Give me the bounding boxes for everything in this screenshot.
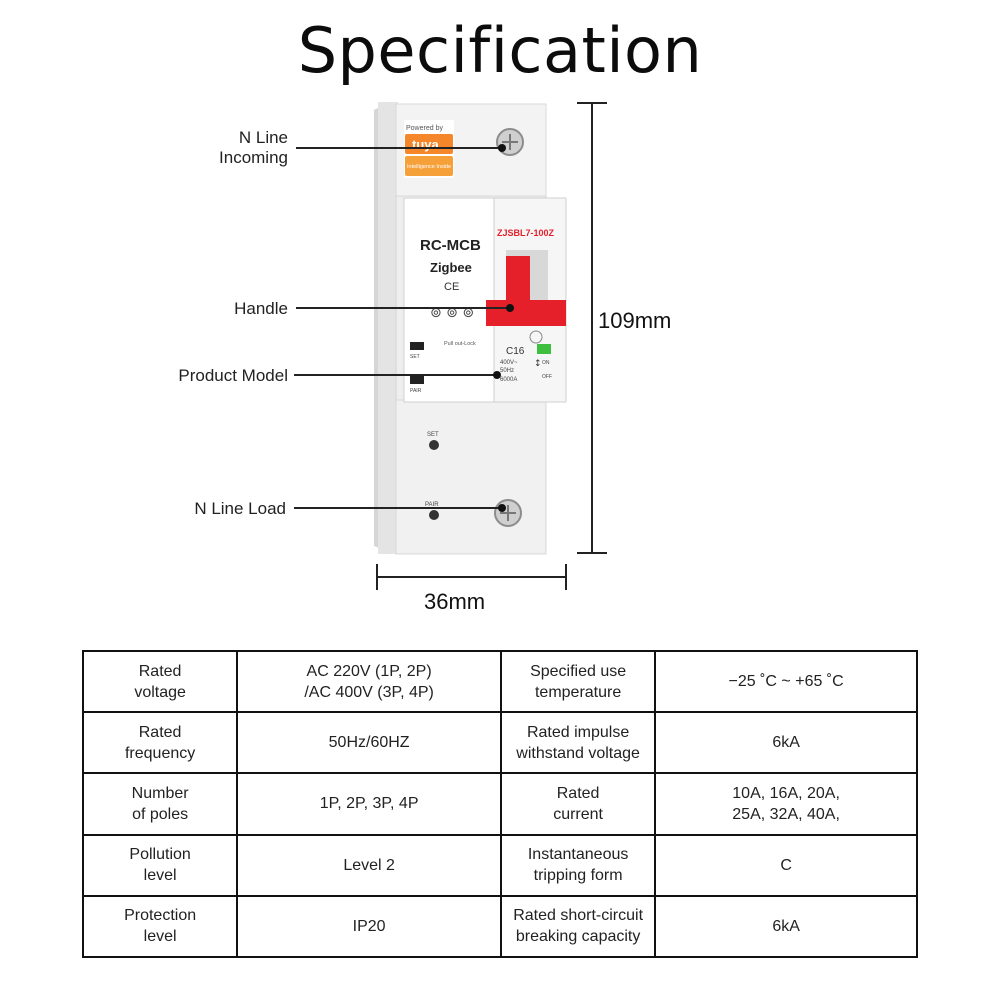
page-title: Specification: [297, 14, 703, 87]
table-cell: Number of poles: [81, 772, 239, 836]
spec-table: Rated voltage AC 220V (1P, 2P) /AC 400V …: [81, 649, 918, 959]
panel-set-label: SET: [410, 354, 420, 360]
table-cell: AC 220V (1P, 2P) /AC 400V (3P, 4P): [236, 649, 502, 714]
table-cell: 1P, 2P, 3P, 4P: [236, 772, 502, 836]
pull-lock: Pull out-Lock: [444, 341, 476, 347]
table-cell: Rated short-circuit breaking capacity: [499, 894, 657, 959]
breaker-bottom-section: [395, 399, 547, 555]
table-row: Pollution level Level 2 Instantaneous tr…: [81, 833, 918, 897]
table-row: Protection level IP20 Rated short-circui…: [81, 894, 918, 959]
table-cell: Instantaneous tripping form: [499, 833, 657, 897]
table-cell: 50Hz/60HZ: [236, 711, 502, 775]
set-button-dot: [429, 440, 439, 450]
callout-handle: Handle: [234, 299, 288, 318]
table-cell: 6kA: [654, 711, 918, 775]
callout-product-model: Product Model: [178, 366, 288, 385]
callout-n-line-incoming: N Line Incoming: [219, 128, 288, 167]
on-label: ON: [542, 360, 550, 366]
callout-n-line-load: N Line Load: [194, 499, 286, 518]
brand-sub-bg: [405, 156, 453, 176]
table-cell: Rated impulse withstand voltage: [499, 711, 657, 775]
model-code: ZJSBL7-100Z: [497, 228, 555, 238]
pair-label: PAIR: [425, 502, 439, 508]
off-label: OFF: [542, 374, 552, 380]
status-indicator: [537, 344, 551, 354]
pair-key-slot: [410, 376, 424, 384]
table-row: Rated voltage AC 220V (1P, 2P) /AC 400V …: [81, 649, 918, 714]
label-main: RC-MCB: [420, 237, 481, 254]
ce-mark: CE: [444, 281, 459, 293]
panel-pair-label: PAIR: [410, 388, 422, 394]
brand-name: tuya: [412, 137, 440, 152]
height-label: 109mm: [598, 308, 672, 333]
breaker-diagram: Powered by tuya Intelligence Inside RC-M…: [294, 102, 607, 590]
table-cell: Rated frequency: [81, 711, 239, 775]
table-row: Number of poles 1P, 2P, 3P, 4P Rated cur…: [81, 772, 918, 836]
table-cell: Rated voltage: [81, 649, 239, 714]
table-cell: −25 ˚C ~ +65 ˚C: [654, 649, 918, 714]
rating: C16: [506, 346, 525, 357]
table-cell: Level 2: [236, 833, 502, 897]
table-cell: Pollution level: [81, 833, 239, 897]
rating-detail-2: 50Hz: [500, 368, 514, 374]
pair-button-dot: [429, 510, 439, 520]
cert-icon: [529, 330, 543, 344]
table-cell: 10A, 16A, 20A, 25A, 32A, 40A,: [654, 772, 918, 836]
handle: [506, 256, 530, 302]
table-cell: Specified use temperature: [499, 649, 657, 714]
table-cell: Rated current: [499, 772, 657, 836]
width-label: 36mm: [424, 589, 486, 614]
table-row: Rated frequency 50Hz/60HZ Rated impulse …: [81, 711, 918, 775]
set-label: SET: [427, 432, 439, 438]
rating-detail-3: 6000A: [500, 377, 517, 383]
table-cell: 6kA: [654, 894, 918, 959]
brand-bottom: Intelligence Inside: [407, 164, 451, 170]
rating-detail-1: 400V~: [500, 360, 518, 366]
table-cell: C: [654, 833, 918, 897]
table-cell: IP20: [236, 894, 502, 959]
table-cell: Protection level: [81, 894, 239, 959]
label-panel: [403, 197, 495, 403]
handle-base: [486, 300, 566, 326]
on-off-arrow-icon: ↕: [534, 359, 542, 369]
set-key-slot: [410, 342, 424, 350]
brand-top: Powered by: [406, 125, 443, 132]
label-sub: Zigbee: [430, 260, 472, 275]
breaker-side: [378, 102, 398, 554]
